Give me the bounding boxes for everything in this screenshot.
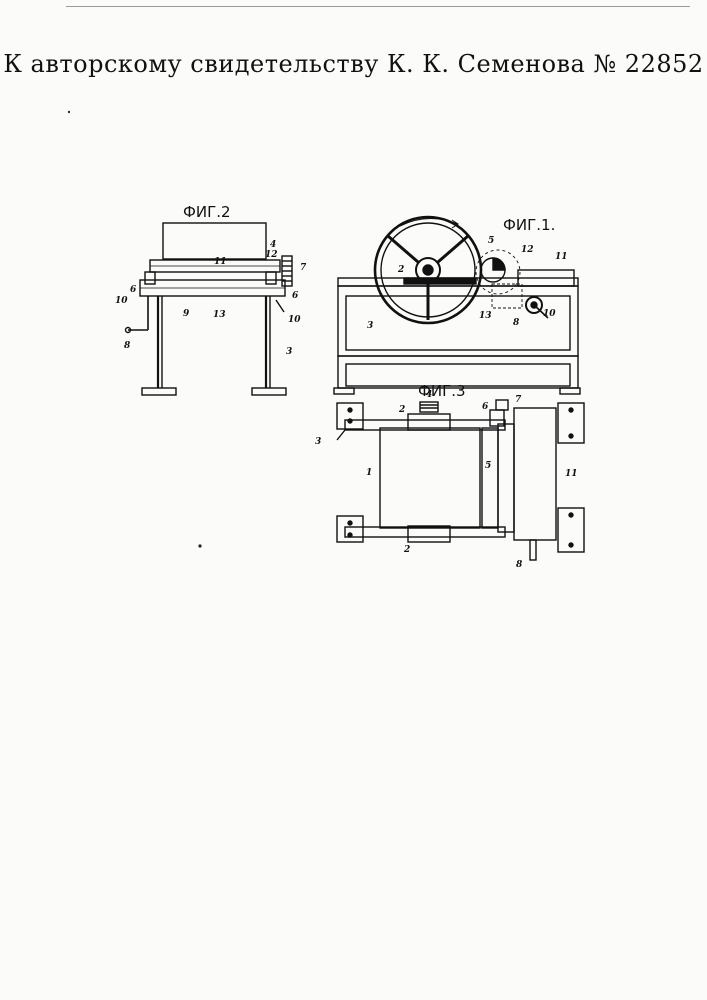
fig2-callout: 8: [124, 341, 131, 351]
fig3-callout: 2: [403, 545, 410, 555]
fig2-callout: 3: [286, 347, 292, 357]
fig2-callout: 10: [115, 296, 128, 306]
fig2-callout: 6: [292, 291, 299, 301]
fig3-callout: 11: [565, 469, 578, 479]
fig2-callout: 7: [300, 263, 307, 273]
fig2-callout: 4: [270, 240, 276, 250]
fig1-callout: 2: [397, 265, 404, 275]
fig2-hopper: [163, 223, 266, 259]
fig1-callout: 10: [543, 309, 556, 319]
fig2-foot-right: [252, 388, 286, 395]
fig2-callout: 9: [183, 309, 190, 319]
fig1-callout: 12: [521, 245, 534, 255]
fig3-callout: 7: [515, 395, 522, 405]
fig2-callout: 10: [288, 315, 301, 325]
figure-2: [126, 223, 293, 395]
fig3-housing-11: [514, 408, 556, 540]
figure-3: [337, 400, 584, 560]
fig1-callout: 13: [479, 311, 492, 321]
fig2-callout: 12: [265, 250, 278, 260]
fig1-label: ФИГ.1.: [503, 216, 555, 234]
fig1-callout: 11: [555, 252, 568, 262]
fig2-label: ФИГ.2: [183, 203, 231, 221]
fig2-foot-left: [142, 388, 176, 395]
fig2-callout: 13: [213, 310, 226, 320]
fig3-strip-5: [482, 428, 498, 528]
fig3-handle-8: [530, 540, 536, 560]
fig3-pad-tl: [337, 403, 363, 429]
figure-1: [334, 217, 580, 394]
fig3-callout: 4: [426, 390, 432, 400]
fig2-callout: 6: [130, 285, 137, 295]
fig2-callout: 11: [214, 257, 227, 267]
fig3-callout: 6: [482, 402, 489, 412]
fig3-box-1: [380, 428, 480, 528]
fig2-bearing-left: [145, 272, 155, 284]
fig1-callout: 3: [367, 321, 373, 331]
fig3-callout: 1: [366, 468, 372, 478]
fig3-callout: 3: [315, 437, 321, 447]
fig3-knob-4: [420, 402, 438, 412]
fig1-callout: 5: [488, 236, 494, 246]
fig3-pad-bl: [337, 516, 363, 542]
fig3-callout: 8: [516, 560, 523, 570]
fig3-callout: 5: [485, 461, 491, 471]
fig1-callout: 8: [513, 318, 520, 328]
fig3-callout: 2: [398, 405, 405, 415]
fig2-bearing-right: [266, 272, 276, 284]
